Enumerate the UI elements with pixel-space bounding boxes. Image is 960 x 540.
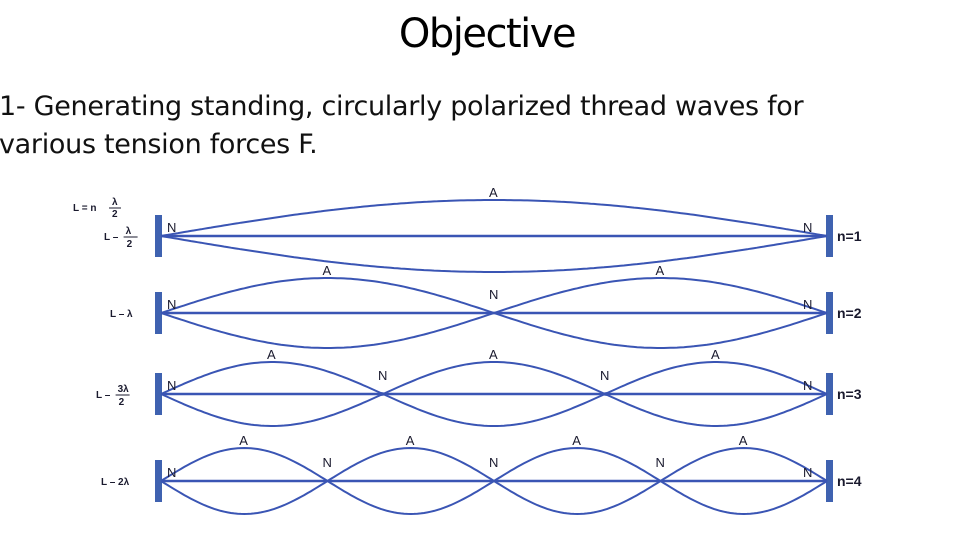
mode-label: n=4 — [837, 473, 862, 489]
mode-label: n=3 — [837, 386, 862, 402]
length-denominator: 2 — [119, 397, 125, 408]
node-label: N — [167, 378, 176, 393]
length-label: L – — [104, 232, 119, 243]
antinode-label: A — [489, 347, 498, 362]
wave-row-4: N N N N N A A A An=4 L – 2λ — [101, 433, 862, 516]
length-numerator: 3λ — [118, 384, 130, 395]
right-post — [826, 373, 833, 415]
antinode-label: A — [267, 347, 276, 362]
length-label: L – λ — [110, 309, 133, 320]
length-label: L – — [96, 390, 111, 401]
antinode-label: A — [323, 263, 332, 278]
node-label: N — [323, 455, 332, 470]
node-label: N — [167, 465, 176, 480]
lower-envelope — [160, 479, 828, 516]
node-label: N — [600, 368, 609, 383]
lower-envelope — [160, 393, 828, 427]
node-label: N — [803, 297, 812, 312]
antinode-label: A — [239, 433, 248, 448]
left-post — [155, 292, 162, 334]
node-label: N — [167, 220, 176, 235]
general-formula-main: L = n — [73, 203, 96, 214]
antinode-label: A — [572, 433, 581, 448]
mode-label: n=1 — [837, 228, 862, 244]
antinode-label: A — [406, 433, 415, 448]
general-formula-denominator: 2 — [112, 209, 118, 220]
lower-envelope — [160, 311, 828, 349]
right-post — [826, 460, 833, 502]
slide-body: 1- Generating standing, circularly polar… — [0, 88, 959, 164]
right-post — [826, 215, 833, 257]
wave-row-3: N N N N A A An=3 L – 3λ 2 — [96, 347, 862, 427]
node-label: N — [803, 378, 812, 393]
node-label: N — [378, 368, 387, 383]
upper-envelope — [160, 361, 828, 395]
mode-label: n=2 — [837, 305, 862, 321]
node-label: N — [656, 455, 665, 470]
node-label: N — [167, 297, 176, 312]
node-label: N — [803, 220, 812, 235]
right-post — [826, 292, 833, 334]
objective-line-1: 1- Generating standing, circularly polar… — [0, 91, 804, 122]
general-formula: L = n λ 2 — [73, 197, 121, 220]
general-formula-numerator: λ — [112, 197, 118, 208]
node-label: N — [803, 465, 812, 480]
antinode-label: A — [489, 185, 498, 200]
lower-envelope — [160, 235, 828, 273]
wave-row-2: N N N A An=2 L – λ — [110, 263, 862, 349]
upper-envelope — [160, 199, 828, 237]
antinode-label: A — [711, 347, 720, 362]
objective-line-2: various tension forces F. — [0, 129, 318, 160]
antinode-label: A — [739, 433, 748, 448]
node-label: N — [489, 287, 498, 302]
antinode-label: A — [656, 263, 665, 278]
length-label: L – 2λ — [101, 477, 130, 488]
length-numerator: λ — [126, 226, 132, 237]
length-denominator: 2 — [127, 239, 133, 250]
left-post — [155, 215, 162, 257]
node-label: N — [489, 455, 498, 470]
left-post — [155, 460, 162, 502]
left-post — [155, 373, 162, 415]
slide-title: Objective — [398, 11, 577, 57]
